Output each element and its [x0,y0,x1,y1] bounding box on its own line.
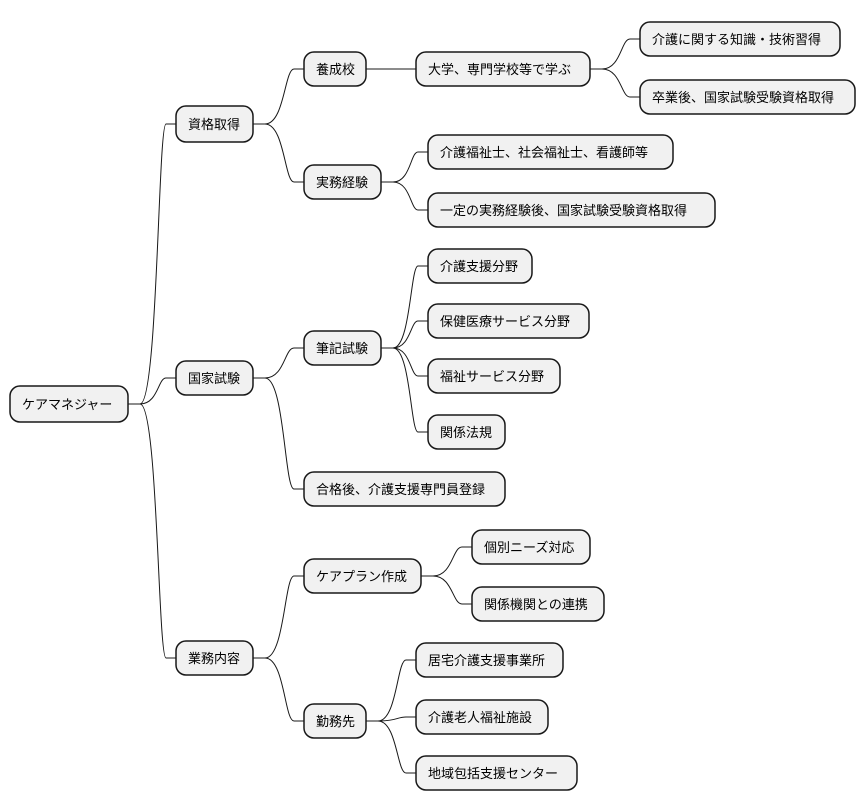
node-box [303,558,422,594]
node-label: 関係法規 [440,426,492,441]
node-box [415,642,564,678]
node-box [427,134,674,170]
node-box [303,703,367,739]
node-label: 勤務先 [316,715,355,730]
node-label: 資格取得 [188,117,240,133]
node-label: 合格後、介護支援専門員登録 [316,482,485,498]
node-care-workers: 介護福祉士、社会福祉士、看護師等 [427,134,674,170]
node-label: 国家試験 [188,371,240,387]
node-label: 介護福祉士、社会福祉士、看護師等 [440,145,648,161]
connector-written-exam-health-medical-field [381,320,428,349]
connector-work-experience-after-experience [381,181,428,211]
node-label: 地域包括支援センター [428,767,558,782]
connector-written-exam-welfare-field [381,347,428,377]
node-label: 個別ニーズ対応 [484,540,574,556]
node-label: 介護支援分野 [440,259,518,275]
connector-workplace-home-care-office [366,659,416,722]
node-box [303,330,382,366]
node-label: 関係機関との連携 [484,597,588,613]
node-label: 養成校 [316,62,355,78]
node-work-content: 業務内容 [175,640,254,676]
node-label: 居宅介護支援事業所 [428,653,545,669]
node-root: ケアマネジャー [9,385,129,423]
node-work-experience: 実務経験 [303,164,382,200]
node-nursing-facility: 介護老人福祉施設 [415,699,549,735]
node-qualification: 資格取得 [175,105,254,143]
node-label: ケアマネジャー [22,398,112,413]
node-box [175,640,254,676]
connector-national-exam-written-exam [253,347,304,379]
node-box [415,699,549,735]
node-label: 介護に関する知識・技術習得 [652,32,821,48]
node-related-laws: 関係法規 [427,414,506,450]
connector-root-work-content [128,403,176,659]
node-welfare-field: 福祉サービス分野 [427,358,561,394]
node-box [639,21,841,57]
mindmap-nodes: ケアマネジャー 資格取得 養成校 大学、専門学校等で学ぶ 介護に関する知識・技術習得卒業… [9,21,856,791]
node-box [415,51,591,87]
node-box [427,303,590,339]
connector-workplace-nursing-facility [366,716,416,722]
node-university: 大学、専門学校等で学ぶ [415,51,591,87]
node-written-exam: 筆記試験 [303,330,382,366]
connector-work-content-care-plan [253,575,304,659]
connector-care-plan-individual-needs [421,546,472,577]
node-coordination: 関係機関との連携 [471,586,605,622]
node-box [639,79,856,115]
node-training-school: 養成校 [303,51,367,87]
node-national-exam: 国家試験 [175,360,254,396]
node-box [415,755,578,791]
node-box [9,385,129,423]
node-label: 保健医療サービス分野 [440,315,570,330]
node-box [471,529,591,565]
connector-care-plan-coordination [421,575,472,605]
node-box [427,192,716,228]
node-box [303,51,367,87]
node-care-plan: ケアプラン作成 [303,558,422,594]
node-after-experience: 一定の実務経験後、国家試験受験資格取得 [427,192,716,228]
connector-written-exam-related-laws [381,347,428,433]
node-after-graduation: 卒業後、国家試験受験資格取得 [639,79,856,115]
connector-university-after-graduation [590,68,640,98]
node-label: 実務経験 [316,175,368,191]
node-box [427,414,506,450]
node-community-center: 地域包括支援センター [415,755,578,791]
connector-qualification-work-experience [253,123,304,183]
node-label: 福祉サービス分野 [440,370,544,385]
node-label: 筆記試験 [316,341,368,357]
mindmap-edges [128,38,640,774]
node-box [471,586,605,622]
node-care-support-field: 介護支援分野 [427,248,533,284]
node-box [427,248,533,284]
node-label: 卒業後、国家試験受験資格取得 [652,90,834,106]
connector-national-exam-registration [253,377,304,490]
connector-root-national-exam [128,377,176,405]
node-box [175,105,254,143]
node-knowledge: 介護に関する知識・技術習得 [639,21,841,57]
node-individual-needs: 個別ニーズ対応 [471,529,591,565]
connector-work-experience-care-workers [381,151,428,183]
node-workplace: 勤務先 [303,703,367,739]
node-box [303,471,506,507]
connector-workplace-community-center [366,720,416,774]
node-label: ケアプラン作成 [316,570,407,585]
connector-qualification-training-school [253,68,304,125]
connector-university-knowledge [590,38,640,70]
node-box [303,164,382,200]
node-label: 大学、専門学校等で学ぶ [428,62,571,78]
connector-written-exam-care-support-field [381,265,428,349]
connector-root-qualification [128,123,176,405]
node-label: 一定の実務経験後、国家試験受験資格取得 [440,203,687,219]
node-label: 業務内容 [188,651,240,667]
connector-work-content-workplace [253,657,304,722]
node-registration: 合格後、介護支援専門員登録 [303,471,506,507]
node-box [175,360,254,396]
node-health-medical-field: 保健医療サービス分野 [427,303,590,339]
node-label: 介護老人福祉施設 [428,710,532,726]
node-home-care-office: 居宅介護支援事業所 [415,642,564,678]
node-box [427,358,561,394]
